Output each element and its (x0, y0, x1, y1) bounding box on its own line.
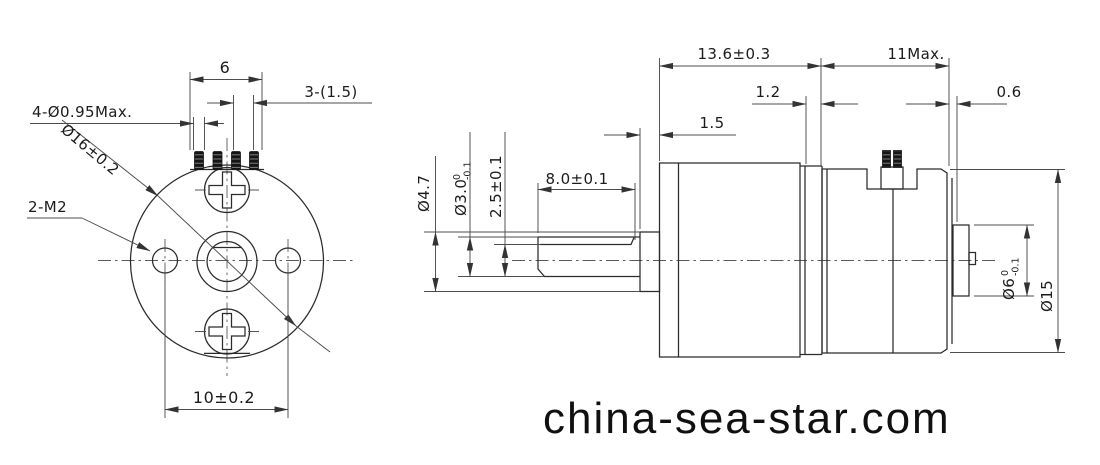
dim-bushing-length-label: 1.5 (699, 114, 724, 132)
dim-outer-dia: Ø16±0.2 (57, 119, 331, 353)
terminal-block (880, 150, 904, 190)
dim-shaft-flat-length: 8.0±0.1 (537, 170, 636, 240)
dim-pin-span: 6 (189, 58, 263, 150)
svg-text:Ø6: Ø6 (1000, 278, 1018, 300)
shaft-bushing (639, 231, 661, 293)
front-centerlines (98, 138, 356, 376)
dim-outer-dia-label: Ø16±0.2 (57, 120, 122, 179)
terminal-pin (893, 150, 902, 168)
mounting-screw-top (195, 166, 259, 214)
dim-pin-span-label: 6 (220, 58, 231, 77)
output-shaft (537, 236, 640, 278)
shaft-tol-lower: -0.1 (463, 161, 474, 180)
dim-hole-spacing-label: 10±0.2 (193, 388, 255, 407)
dim-hole-spacing: 10±0.2 (164, 273, 289, 418)
dim-bushing-length: 1.5 (604, 114, 736, 229)
dim-shaft-cluster: Ø4.7 Ø3.0 0 -0.1 2.5±0.1 (415, 132, 640, 292)
motor-body (821, 168, 953, 354)
shaft-cross-section (196, 230, 258, 293)
dim-rear-boss-dia-label: Ø6 0 -0.1 (1000, 257, 1022, 300)
terminal-pins-front (194, 151, 259, 170)
dim-pin-pitch: 3-(1.5) (207, 83, 372, 150)
dim-rear-step: 0.6 (906, 83, 1021, 222)
dim-tapped-holes-label: 2-M2 (28, 198, 67, 216)
front-view: 6 3-(1.5) 4-Ø0.95Max. Ø16±0.2 (27, 58, 372, 418)
dim-lengths-top: 13.6±0.3 11Max. (659, 45, 950, 166)
dim-rear-step-label: 0.6 (996, 83, 1021, 101)
dim-motor-length-label: 11Max. (887, 45, 944, 63)
dim-pin-dia-label: 4-Ø0.95Max. (32, 103, 132, 121)
gearbox-face-circle (129, 164, 325, 359)
boss-tol-lower: -0.1 (1011, 257, 1022, 276)
terminal-pin (882, 150, 891, 168)
dim-shaft-flat-height-label: 2.5±0.1 (487, 155, 505, 218)
dim-shaft-flat-length-label: 8.0±0.1 (545, 170, 608, 188)
boss-tol-upper: 0 (1000, 270, 1011, 276)
svg-text:Ø3.0: Ø3.0 (452, 179, 470, 216)
dim-tapped-holes: 2-M2 (27, 198, 151, 252)
dim-front-step-label: 1.2 (755, 83, 780, 101)
dim-shaft-dia-label: Ø3.0 0 -0.1 (452, 161, 474, 216)
dim-gearbox-length-label: 13.6±0.3 (697, 45, 770, 63)
dim-pin-dia: 4-Ø0.95Max. (30, 103, 224, 150)
mounting-screw-bottom (195, 308, 259, 355)
dim-body-dia-label: Ø15 (1038, 280, 1056, 312)
dim-pin-pitch-label: 3-(1.5) (304, 83, 357, 101)
watermark-text: china-sea-star.com (543, 394, 951, 443)
side-view: 13.6±0.3 11Max. 1.2 0.6 1.5 (415, 45, 1065, 358)
dim-bushing-dia-label: Ø4.7 (415, 175, 433, 212)
dim-front-step: 1.2 (752, 83, 858, 164)
shaft-tol-upper: 0 (452, 174, 463, 180)
rear-shaft-stub (968, 251, 977, 266)
gearbox-body (658, 162, 801, 358)
dim-rear-cluster: Ø6 0 -0.1 Ø15 (950, 169, 1065, 353)
